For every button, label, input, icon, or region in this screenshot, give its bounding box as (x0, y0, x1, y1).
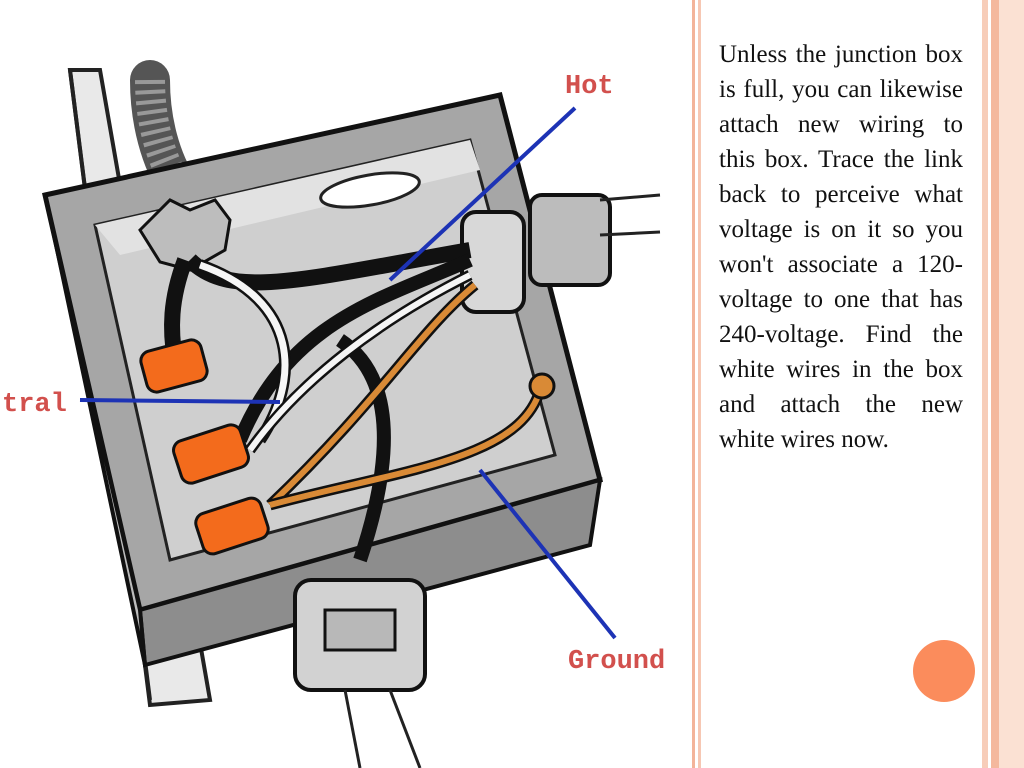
ground-pigtail (269, 389, 543, 508)
body-paragraph: Unless the junction box is full, you can… (719, 41, 963, 453)
ground-pointer-line (478, 468, 617, 640)
wire-nut-2 (172, 423, 250, 485)
right-cable-wire (599, 193, 661, 202)
ground-wire (267, 282, 477, 508)
bottom-connector-clip (323, 608, 397, 652)
wire-nut-1 (139, 338, 209, 394)
junction-box-left-side (43, 194, 147, 666)
neutral-label: tral (2, 390, 67, 420)
black-wire-2 (233, 253, 473, 443)
ground-screw (528, 372, 556, 400)
knockout-hole (319, 171, 421, 209)
junction-box-illustration: Hot tral Ground (2, 60, 666, 768)
hot-label: Hot (565, 72, 614, 102)
right-border-stripe (982, 0, 988, 768)
hot-pointer-line (388, 106, 577, 282)
cable-clamp (138, 198, 232, 272)
white-wire-2 (247, 272, 472, 452)
bottom-cable-wire-2 (388, 689, 422, 768)
right-cable-wire-2 (599, 230, 661, 237)
bottom-cable-wire (343, 689, 362, 768)
neutral-pointer-line (79, 398, 281, 404)
right-border-stripe-2 (991, 0, 999, 768)
divider-line (692, 0, 695, 768)
ground-label: Ground (568, 647, 665, 677)
right-connector-outer (528, 193, 612, 287)
black-wire-3 (335, 334, 391, 563)
decorative-circle (913, 640, 975, 702)
right-connector (460, 210, 526, 314)
divider-line-inner (698, 0, 701, 768)
wire-nut-3 (194, 496, 270, 556)
wiring-diagram: Hot tral Ground (2, 60, 665, 768)
divider-gap (695, 0, 698, 768)
right-border-gap (988, 0, 991, 768)
right-border-band (999, 0, 1024, 768)
